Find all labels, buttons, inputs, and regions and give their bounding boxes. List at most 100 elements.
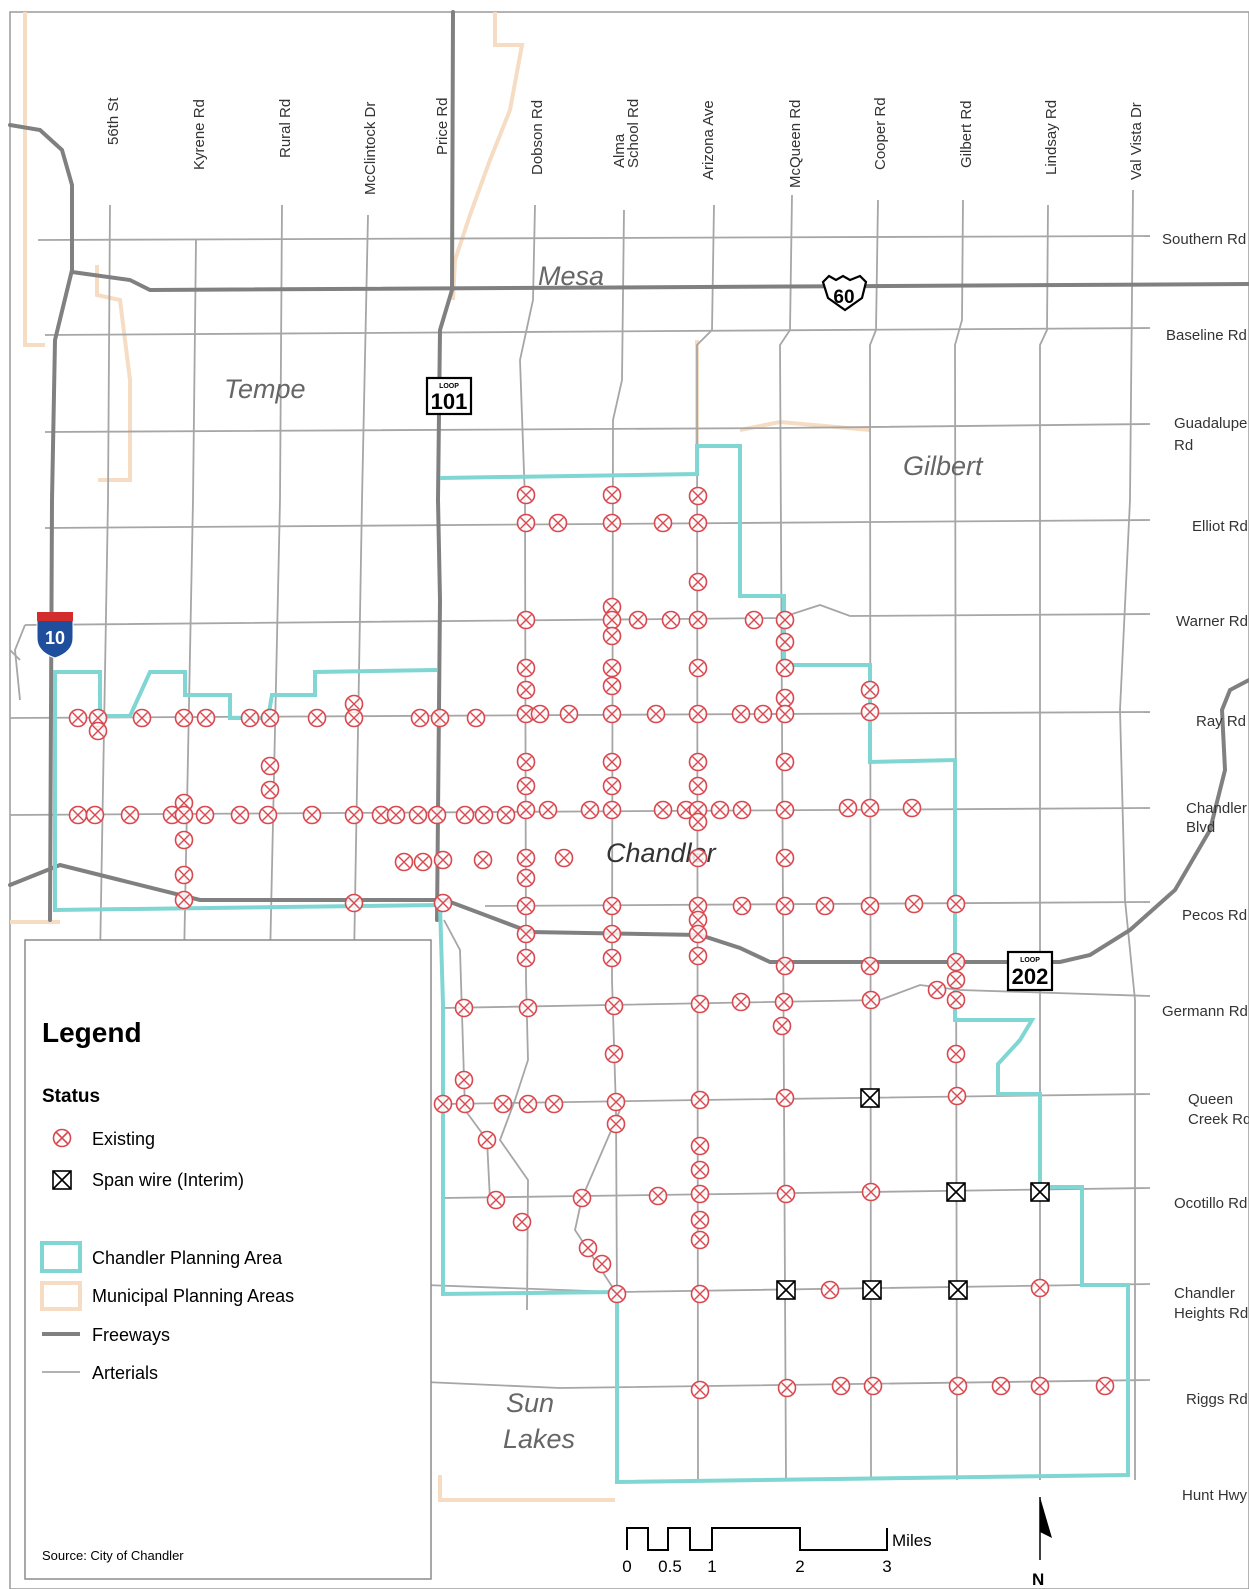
existing-signal	[496, 805, 516, 825]
existing-signal	[604, 996, 624, 1016]
existing-signal	[427, 805, 447, 825]
road-label-guadalupe-2: Rd	[1174, 437, 1193, 454]
existing-signal	[1095, 1376, 1115, 1396]
existing-signal	[473, 850, 493, 870]
source-note: Source: City of Chandler	[42, 1548, 184, 1563]
road-label-kyrene: Kyrene Rd	[191, 99, 208, 170]
existing-signal	[947, 1086, 967, 1106]
existing-signal	[690, 1090, 710, 1110]
existing-signal	[753, 704, 773, 724]
existing-signal	[413, 852, 433, 872]
existing-signal	[688, 610, 708, 630]
existing-signal	[408, 805, 428, 825]
existing-signal	[946, 894, 966, 914]
city-label-mesa: Mesa	[538, 261, 604, 291]
existing-signal	[744, 610, 764, 630]
existing-signal	[775, 704, 795, 724]
existing-signal	[371, 805, 391, 825]
city-label-sun: Sun	[506, 1388, 554, 1418]
existing-signal	[775, 752, 795, 772]
span-wire-signals	[776, 1088, 1050, 1300]
existing-signal	[904, 894, 924, 914]
existing-signal	[946, 1044, 966, 1064]
existing-signal	[690, 1380, 710, 1400]
existing-signal	[85, 805, 105, 825]
existing-signal	[602, 485, 622, 505]
existing-signal	[433, 893, 453, 913]
loop101-label: 101	[431, 389, 468, 414]
existing-signal	[602, 704, 622, 724]
existing-signal	[516, 610, 536, 630]
existing-signal	[230, 805, 250, 825]
existing-signal	[538, 800, 558, 820]
road-label-warner: Warner Rd	[1176, 613, 1248, 630]
north-label: N	[1032, 1570, 1044, 1589]
chandler-planning-area	[53, 444, 1130, 1485]
existing-signal	[860, 956, 880, 976]
road-label-arizona: Arizona Ave	[700, 100, 717, 180]
existing-signal	[646, 704, 666, 724]
road-label-chandler-blvd: Chandler	[1186, 800, 1247, 817]
existing-signal	[860, 798, 880, 818]
road-label-queen-creek-2: Creek Rd	[1188, 1111, 1249, 1128]
road-label-chandler-heights-2: Heights Rd	[1174, 1305, 1248, 1322]
road-labels-ns: 56th St Kyrene Rd Rural Rd McClintock Dr…	[105, 97, 1145, 195]
legend-status: Status	[42, 1086, 100, 1107]
existing-signal	[258, 805, 278, 825]
scale-tick-1: 1	[707, 1557, 716, 1576]
existing-signal	[195, 805, 215, 825]
city-label-lakes: Lakes	[503, 1424, 575, 1454]
scale-tick-3: 3	[882, 1557, 891, 1576]
existing-signal	[132, 708, 152, 728]
scale-tick-0-5: 0.5	[658, 1557, 682, 1576]
legend-municipal-swatch	[40, 1281, 82, 1311]
existing-signal	[580, 800, 600, 820]
existing-signal	[690, 1136, 710, 1156]
road-label-guadalupe: Guadalupe	[1174, 415, 1247, 432]
existing-signal	[690, 1160, 710, 1180]
existing-signal	[572, 1188, 592, 1208]
existing-signal	[775, 800, 795, 820]
existing-signal	[775, 848, 795, 868]
loop101-shield: LOOP 101	[425, 376, 473, 416]
existing-signal	[690, 994, 710, 1014]
existing-signal	[602, 896, 622, 916]
existing-signal	[688, 658, 708, 678]
existing-signal	[927, 980, 947, 1000]
existing-signal	[946, 952, 966, 972]
existing-signal	[516, 680, 536, 700]
existing-signal	[688, 513, 708, 533]
existing-signal	[775, 688, 795, 708]
i10-label: 10	[45, 628, 65, 648]
existing-signal	[628, 610, 648, 630]
existing-signal	[820, 1280, 840, 1300]
existing-signal	[863, 1376, 883, 1396]
road-label-ocotillo: Ocotillo Rd	[1174, 1195, 1247, 1212]
existing-signal	[602, 752, 622, 772]
road-label-baseline: Baseline Rd	[1166, 327, 1247, 344]
span-wire-signal	[948, 1280, 968, 1300]
legend-municipal-areas: Municipal Planning Areas	[92, 1286, 294, 1306]
existing-signal	[174, 805, 194, 825]
existing-signal	[196, 708, 216, 728]
road-label-mcclintock: McClintock Dr	[362, 102, 379, 195]
existing-signal	[344, 893, 364, 913]
existing-signal	[731, 992, 751, 1012]
existing-signal	[344, 708, 364, 728]
existing-signal	[516, 485, 536, 505]
existing-signal	[516, 513, 536, 533]
existing-signal	[690, 1184, 710, 1204]
span-wire-signal	[946, 1182, 966, 1202]
existing-signal	[688, 486, 708, 506]
road-label-cooper: Cooper Rd	[872, 97, 889, 170]
road-label-dobson: Dobson Rd	[529, 100, 546, 175]
existing-signal	[302, 805, 322, 825]
existing-signal	[690, 1284, 710, 1304]
existing-signal	[530, 704, 550, 724]
i10-shield: 10	[36, 612, 74, 659]
road-label-chandler-blvd-2: Blvd	[1186, 819, 1215, 836]
existing-signal	[774, 992, 794, 1012]
existing-signal	[946, 990, 966, 1010]
span-wire-signal	[1030, 1182, 1050, 1202]
